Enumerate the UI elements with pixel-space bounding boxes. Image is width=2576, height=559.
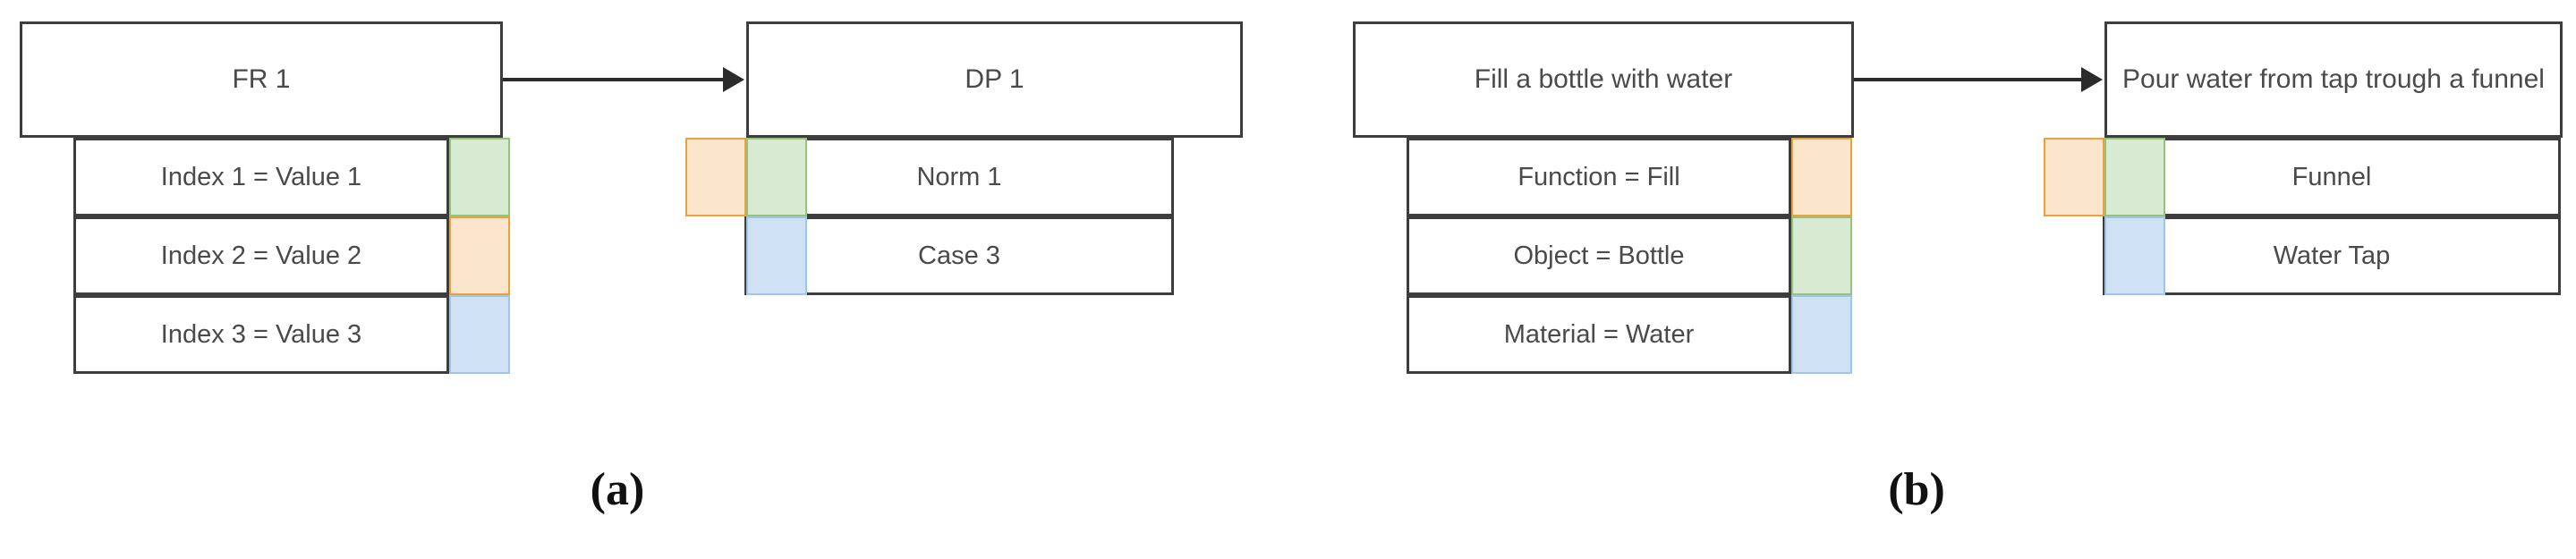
- group-b-target-row: Funnel: [2103, 138, 2561, 216]
- group-b-source-swatch-orange: [1791, 138, 1852, 216]
- group-b-target-row: Water Tap: [2103, 216, 2561, 295]
- group-b-arrow-head: [2081, 67, 2103, 92]
- group-a-source-header: FR 1: [20, 21, 503, 138]
- group-a-source-swatch-orange: [449, 216, 510, 295]
- group-a-target-row-label: Case 3: [918, 241, 1000, 270]
- group-b-source-swatch-blue: [1791, 295, 1852, 374]
- group-b-source-row-label: Material = Water: [1503, 319, 1695, 349]
- group-a-target-header: DP 1: [746, 21, 1243, 138]
- group-a-source-row-label: Index 2 = Value 2: [160, 241, 362, 270]
- group-b-target-row-label: Funnel: [2291, 162, 2372, 191]
- group-a-target-row: Case 3: [744, 216, 1174, 295]
- group-b-target-header: Pour water from tap trough a funnel: [2104, 21, 2563, 138]
- group-b-arrow-shaft: [1854, 78, 2085, 81]
- group-a-source-swatch-green: [449, 138, 510, 216]
- group-a-target-swatch-blue: [746, 216, 807, 295]
- group-a-arrow-head: [723, 67, 744, 92]
- group-b-source-header-label: Fill a bottle with water: [1474, 64, 1733, 95]
- group-a-arrow-shaft: [503, 78, 727, 81]
- group-b-source-header: Fill a bottle with water: [1353, 21, 1854, 138]
- group-a-caption: (a): [590, 464, 645, 515]
- group-a-source-row: Index 3 = Value 3: [73, 295, 449, 374]
- group-b-target-header-label: Pour water from tap trough a funnel: [2122, 64, 2545, 95]
- group-a-target-swatch-orange: [685, 138, 746, 216]
- group-b-target-swatch-orange: [2044, 138, 2104, 216]
- group-a-target-header-label: DP 1: [965, 64, 1024, 95]
- group-a-source-row-label: Index 3 = Value 3: [160, 319, 362, 349]
- group-a-target-row-label: Norm 1: [916, 162, 1002, 191]
- group-b-source-swatch-green: [1791, 216, 1852, 295]
- group-b-source-row-label: Function = Fill: [1518, 162, 1680, 191]
- group-b-target-swatch-blue: [2104, 216, 2165, 295]
- group-b-source-row-label: Object = Bottle: [1513, 241, 1685, 270]
- group-b-source-row: Material = Water: [1407, 295, 1791, 374]
- group-a-source-row: Index 2 = Value 2: [73, 216, 449, 295]
- group-b-target-row-label: Water Tap: [2273, 241, 2391, 270]
- group-a-source-header-label: FR 1: [232, 64, 291, 95]
- group-b-target-swatch-green: [2104, 138, 2165, 216]
- group-a-target-swatch-green: [746, 138, 807, 216]
- group-b-caption: (b): [1888, 464, 1945, 515]
- group-b-source-row: Function = Fill: [1407, 138, 1791, 216]
- group-a-source-row-label: Index 1 = Value 1: [160, 162, 362, 191]
- group-a-arrow: [503, 66, 744, 93]
- group-a-target-row: Norm 1: [744, 138, 1174, 216]
- group-a-source-row: Index 1 = Value 1: [73, 138, 449, 216]
- group-b-source-row: Object = Bottle: [1407, 216, 1791, 295]
- group-a-source-swatch-blue: [449, 295, 510, 374]
- group-b-arrow: [1854, 66, 2103, 93]
